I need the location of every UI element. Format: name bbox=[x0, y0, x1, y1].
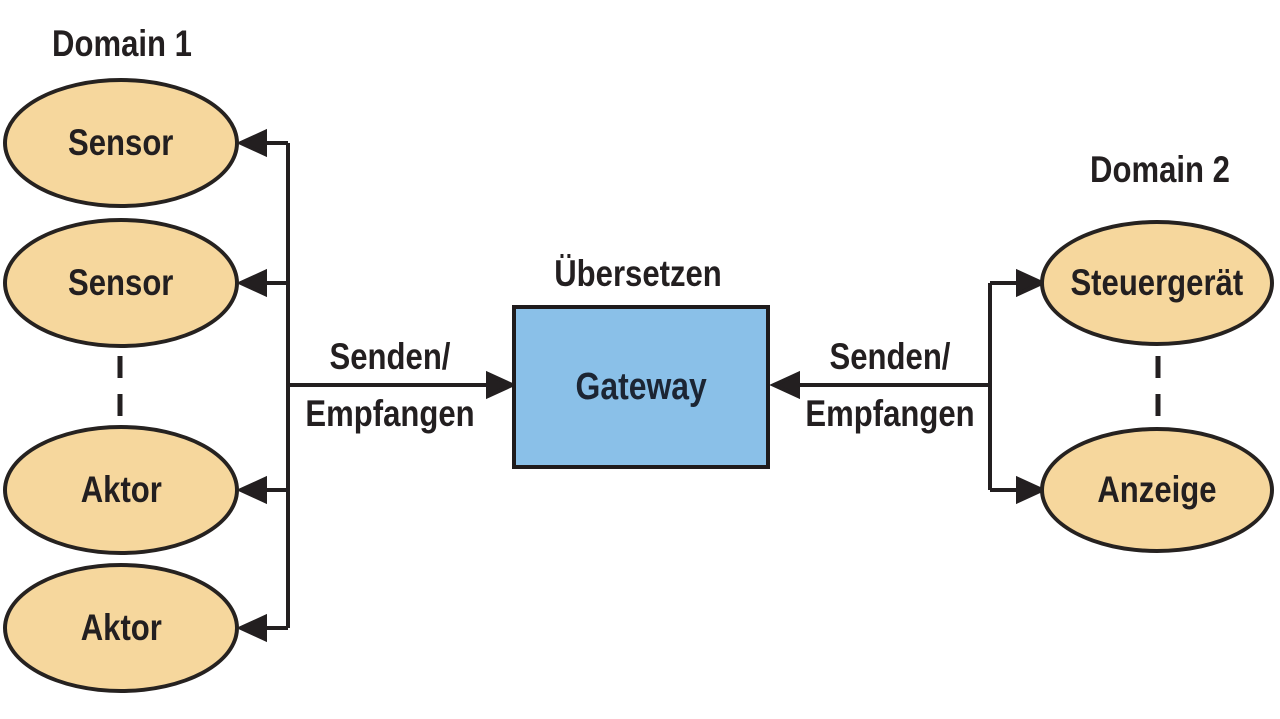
node-steuergeraet-label: Steuergerät bbox=[1070, 262, 1244, 303]
left-link-label-line1: Senden/ bbox=[329, 336, 451, 377]
gateway-action-label: Übersetzen bbox=[554, 253, 722, 294]
domain1-title: Domain 1 bbox=[52, 23, 192, 64]
node-steuergeraet: Steuergerät bbox=[1040, 220, 1274, 346]
arrow-to-aktor-1 bbox=[236, 475, 288, 505]
node-aktor-2-label: Aktor bbox=[80, 607, 162, 648]
node-sensor-1-label: Sensor bbox=[68, 122, 174, 163]
left-link-label-line2: Empfangen bbox=[305, 393, 475, 434]
arrow-left-to-gateway bbox=[288, 370, 517, 400]
right-link-label-line2: Empfangen bbox=[805, 393, 975, 434]
gateway-box: Gateway bbox=[512, 305, 770, 469]
node-anzeige: Anzeige bbox=[1040, 427, 1274, 553]
arrow-to-aktor-2 bbox=[236, 613, 288, 643]
domain2-title: Domain 2 bbox=[1090, 149, 1230, 190]
arrow-to-anzeige bbox=[990, 475, 1047, 505]
node-aktor-1-label: Aktor bbox=[80, 469, 162, 510]
node-aktor-2: Aktor bbox=[3, 563, 239, 693]
right-link-label-line1: Senden/ bbox=[829, 336, 951, 377]
node-anzeige-label: Anzeige bbox=[1097, 469, 1217, 510]
gateway-label: Gateway bbox=[575, 365, 707, 408]
arrow-to-steuergeraet bbox=[990, 268, 1047, 298]
node-sensor-2: Sensor bbox=[3, 218, 239, 348]
arrow-to-sensor-1 bbox=[236, 128, 288, 158]
arrow-to-sensor-2 bbox=[236, 268, 288, 298]
node-sensor-2-label: Sensor bbox=[68, 262, 174, 303]
node-sensor-1: Sensor bbox=[3, 78, 239, 208]
node-aktor-1: Aktor bbox=[3, 425, 239, 555]
arrow-right-to-gateway bbox=[769, 370, 990, 400]
